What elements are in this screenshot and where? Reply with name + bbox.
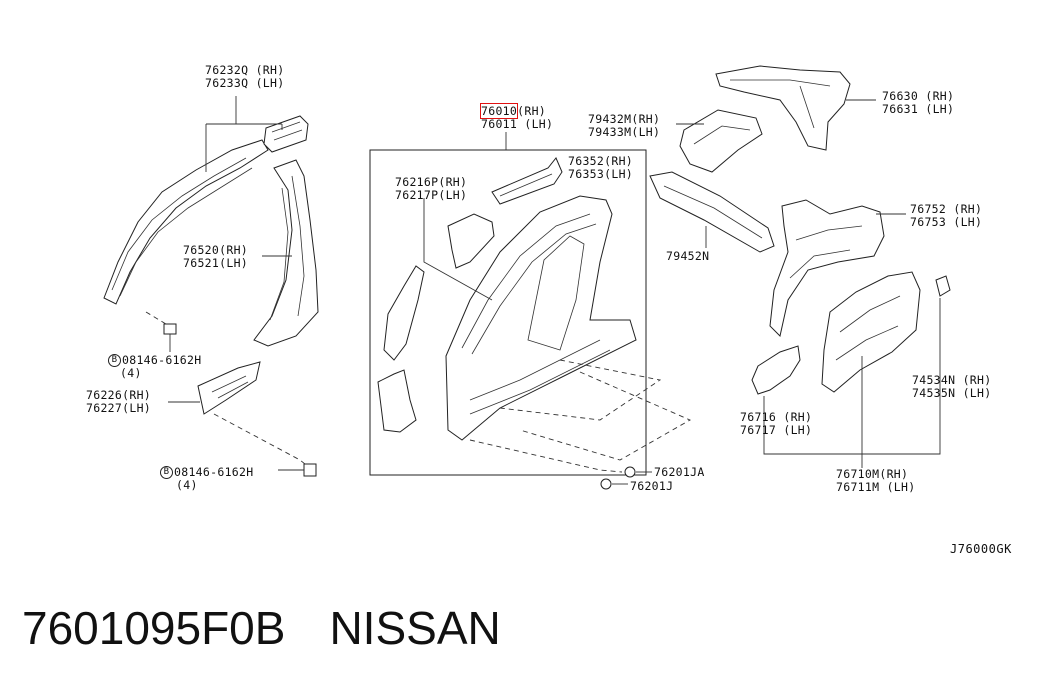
dash-center-2: [519, 371, 692, 461]
label-76716-rh: 76716 (RH): [740, 410, 813, 424]
label-79433m-lh: 79433M(LH): [588, 125, 661, 139]
part-76226-bracket[interactable]: [197, 361, 261, 415]
part-76216-bracket[interactable]: [423, 198, 495, 301]
label-76201j[interactable]: 76201J: [630, 479, 674, 493]
label-76232q-rh: 76232Q (RH): [205, 63, 285, 77]
part-76232q-bracket[interactable]: [263, 115, 309, 153]
label-76352-rh: 76352(RH): [568, 154, 634, 168]
part-76010-side-body-outer[interactable]: [445, 195, 637, 441]
label-76217p-lh: 76217P(LH): [395, 188, 468, 202]
label-76201ja[interactable]: 76201JA: [654, 465, 705, 479]
bolt-symbol-icon: B: [108, 354, 121, 367]
leader-76716: [763, 396, 863, 468]
label-76227-lh: 76227(LH): [86, 401, 152, 415]
label-74534n[interactable]: 74534N (RH) 74535N (LH): [912, 374, 991, 400]
part-number: 7601095F0B: [22, 602, 286, 654]
bolt-08146-qty: (4): [176, 478, 198, 492]
label-76717-lh: 76717 (LH): [740, 423, 813, 437]
label-76753-lh: 76753 (LH): [910, 215, 983, 229]
part-76710-wheelhouse-inner[interactable]: [821, 271, 921, 393]
label-76520-rh: 76520(RH): [183, 243, 249, 257]
label-76010[interactable]: 76010(RH) 76011 (LH): [479, 103, 554, 131]
label-76010-rh-suffix: (RH): [517, 104, 547, 118]
clip-76201ja-icon: [624, 466, 652, 478]
part-inner-pillar-lower[interactable]: [377, 369, 417, 433]
label-76631-lh: 76631 (LH): [882, 102, 955, 116]
label-76630[interactable]: 76630 (RH) 76631 (LH): [882, 90, 954, 116]
label-76216p-rh: 76216P(RH): [395, 175, 468, 189]
footer-title: 7601095F0B NISSAN: [22, 598, 501, 658]
dash-center-3: [469, 439, 623, 473]
part-79432-bracket[interactable]: [679, 109, 763, 173]
dash-center-1: [499, 359, 662, 421]
bolt-symbol-icon: B: [160, 466, 173, 479]
label-76710m-rh: 76710M(RH): [836, 467, 909, 481]
bolt-2-icon: [278, 463, 317, 477]
label-76352[interactable]: 76352(RH) 76353(LH): [568, 155, 633, 181]
dash-76226-bolt: [213, 413, 311, 469]
bolt-1-icon: [145, 311, 177, 352]
part-76752-wheelhouse[interactable]: [769, 199, 885, 337]
leader-74534: [861, 298, 941, 455]
assembly-box: [369, 149, 647, 476]
part-74534-bracket[interactable]: [935, 275, 951, 297]
part-inner-pillar-left[interactable]: [383, 265, 425, 361]
part-76232q-pillar-upper[interactable]: [103, 139, 269, 305]
label-76011-lh: 76011 (LH): [481, 117, 554, 131]
bolt-08146-code: 08146-6162H: [122, 353, 202, 367]
label-76630-rh: 76630 (RH): [882, 89, 955, 103]
label-76353-lh: 76353(LH): [568, 167, 634, 181]
label-76233q-lh: 76233Q (LH): [205, 76, 285, 90]
bolt-08146-code: 08146-6162H: [174, 465, 254, 479]
label-76520[interactable]: 76520(RH) 76521(LH): [183, 244, 248, 270]
part-76520-b-pillar[interactable]: [253, 159, 319, 347]
label-76710m[interactable]: 76710M(RH) 76711M (LH): [836, 468, 915, 494]
label-76752[interactable]: 76752 (RH) 76753 (LH): [910, 203, 982, 229]
part-76352-roof-rail[interactable]: [491, 157, 563, 205]
diagram-reference: J76000GK: [950, 542, 1012, 556]
label-76752-rh: 76752 (RH): [910, 202, 983, 216]
part-76630-rear-upper[interactable]: [715, 65, 851, 151]
part-79452-crossmember[interactable]: [649, 171, 775, 253]
label-76226-rh: 76226(RH): [86, 388, 152, 402]
bolt-08146-qty: (4): [120, 366, 142, 380]
label-76711m-lh: 76711M (LH): [836, 480, 916, 494]
label-76226[interactable]: 76226(RH) 76227(LH): [86, 389, 151, 415]
label-79432m-rh: 79432M(RH): [588, 112, 661, 126]
brand-name: NISSAN: [329, 602, 501, 654]
clip-76201j-icon: [600, 478, 628, 490]
label-76216p[interactable]: 76216P(RH) 76217P(LH): [395, 176, 467, 202]
label-76232q[interactable]: 76232Q (RH) 76233Q (LH): [205, 64, 284, 90]
label-74534n-rh: 74534N (RH): [912, 373, 992, 387]
label-76521-lh: 76521(LH): [183, 256, 249, 270]
label-79452n[interactable]: 79452N: [666, 249, 710, 263]
label-76010-rh-code-highlight: 76010: [479, 103, 519, 119]
leader-76232q: [205, 96, 283, 172]
label-74535n-lh: 74535N (LH): [912, 386, 992, 400]
part-76716-bracket[interactable]: [751, 345, 801, 395]
label-79432m[interactable]: 79432M(RH) 79433M(LH): [588, 113, 660, 139]
label-76716[interactable]: 76716 (RH) 76717 (LH): [740, 411, 812, 437]
